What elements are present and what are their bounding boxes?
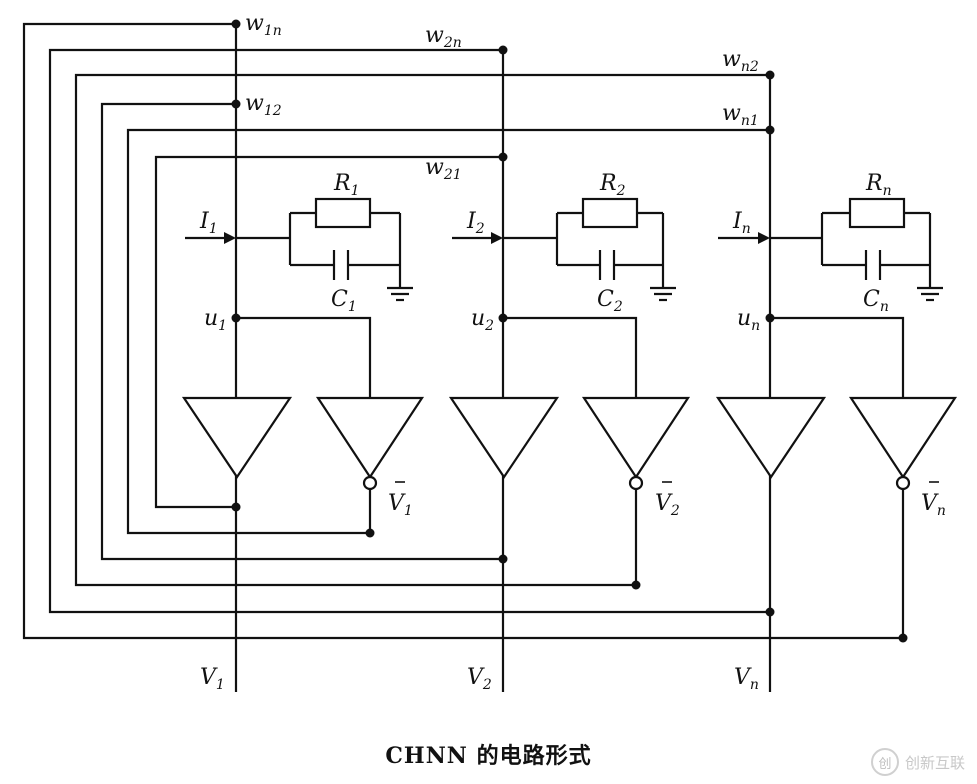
- label-un: un: [737, 306, 760, 334]
- neuron-2: [448, 197, 691, 491]
- label-u2: u2: [471, 306, 494, 334]
- watermark: 创 创新互联: [870, 748, 965, 776]
- label-w1n: w1n: [245, 11, 282, 39]
- current-arrow-icon: [224, 232, 236, 244]
- label-c1: C1: [331, 287, 357, 315]
- neuron-1: [181, 197, 425, 491]
- label-cn: Cn: [863, 287, 889, 315]
- current-arrow-icon: [491, 232, 503, 244]
- output-labels: V1 V2 Vn V1 V2 Vn: [200, 491, 946, 693]
- label-i2: I2: [466, 209, 485, 237]
- amplifier-2-icon: [448, 396, 560, 479]
- label-r1: R1: [333, 171, 360, 199]
- label-v2: V2: [467, 665, 492, 693]
- watermark-text: 创新互联: [904, 753, 965, 772]
- inverter-bubble-1: [362, 475, 378, 491]
- neuron-input-lines: [234, 20, 772, 692]
- watermark-logo-icon: 创: [870, 748, 899, 776]
- current-arrow-icon: [758, 232, 770, 244]
- label-vn-bar: Vn: [921, 491, 946, 519]
- junction-dots: [231, 19, 908, 643]
- resistor-r2: [581, 197, 639, 229]
- label-r2: R2: [599, 171, 626, 199]
- label-wn2: wn2: [722, 47, 759, 75]
- label-vn: Vn: [734, 665, 759, 693]
- resistor-r1: [314, 197, 372, 229]
- feedback-wires: [22, 22, 905, 640]
- label-in: In: [732, 209, 751, 237]
- diagram-caption: CHNN 的电路形式: [385, 743, 592, 769]
- label-w2n: w2n: [425, 23, 462, 51]
- resistor-rn: [848, 197, 906, 229]
- label-v1-bar: V1: [388, 491, 413, 519]
- label-wn1: wn1: [722, 101, 759, 129]
- component-labels: I1 I2 In R1 R2 Rn C1 C2 Cn u1 u2 un: [199, 171, 892, 334]
- amplifier-n-icon: [715, 396, 827, 479]
- inverting-amplifier-2-icon: [581, 396, 691, 480]
- ground-icon: [917, 286, 943, 302]
- label-rn: Rn: [865, 171, 892, 199]
- weight-labels: w1n w2n wn2 w12 wn1 w21: [245, 11, 759, 183]
- ground-icon: [650, 286, 676, 302]
- label-w21: w21: [425, 155, 462, 183]
- inverting-amplifier-1-icon: [315, 396, 425, 480]
- label-u1: u1: [204, 306, 227, 334]
- amplifier-1-icon: [181, 396, 293, 479]
- label-v1: V1: [200, 665, 225, 693]
- label-w12: w12: [245, 91, 282, 119]
- ground-icon: [387, 286, 413, 302]
- inverter-bubble-n: [895, 475, 911, 491]
- inverting-amplifier-n-icon: [848, 396, 958, 480]
- label-v2-bar: V2: [655, 491, 680, 519]
- inverter-bubble-2: [628, 475, 644, 491]
- label-c2: C2: [597, 287, 623, 315]
- neuron-n: [715, 197, 958, 491]
- label-i1: I1: [199, 209, 218, 237]
